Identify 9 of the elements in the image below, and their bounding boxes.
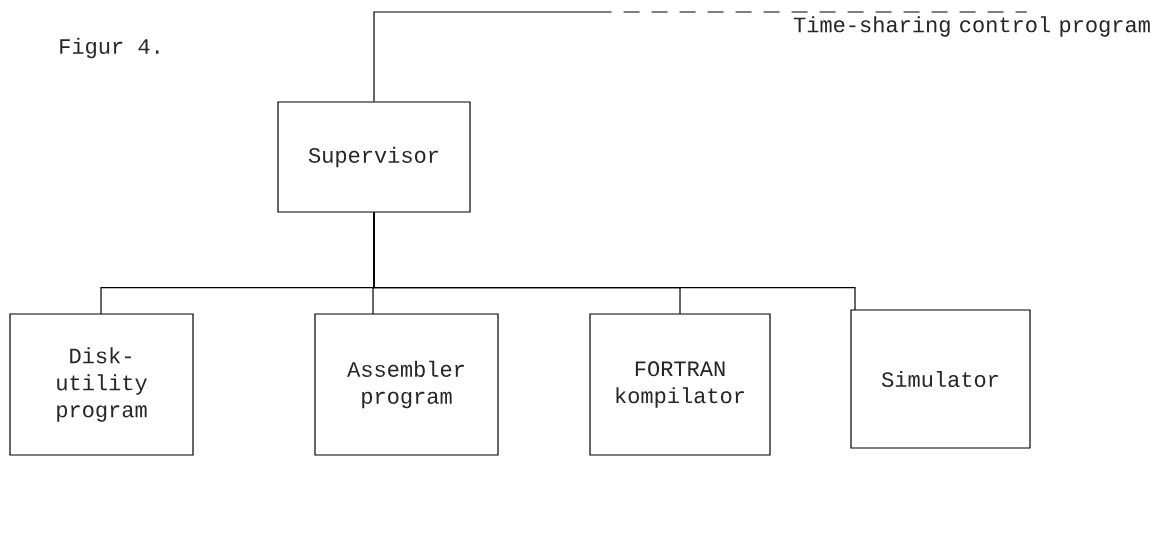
process-box: FORTRAN kompilator [589, 313, 771, 456]
connector-line [373, 212, 856, 311]
process-box: Assembler program [314, 313, 499, 456]
figure-label: Figur 4. [60, 37, 159, 59]
process-box: Simulator [850, 309, 1031, 449]
text-label: Time-sharing control program [793, 16, 1150, 37]
process-box: Supervisor [277, 101, 471, 213]
process-box: Disk-utility program [9, 313, 194, 456]
connector-line [373, 11, 1028, 102]
